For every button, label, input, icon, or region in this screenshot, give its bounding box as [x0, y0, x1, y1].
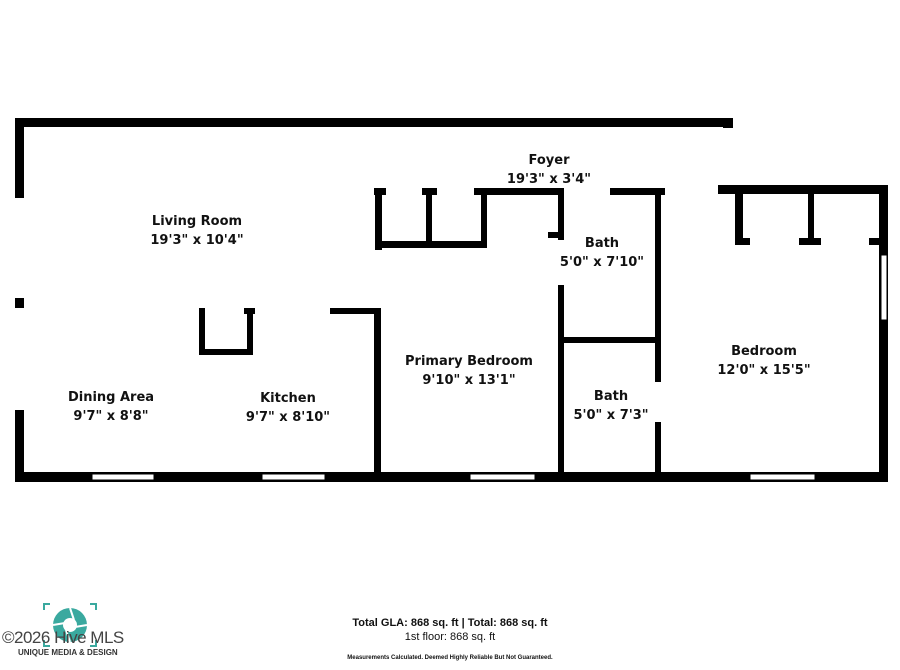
room-size: 12'0" x 15'5"	[717, 363, 811, 378]
room-size: 9'7" x 8'10"	[245, 410, 331, 425]
walls	[15, 118, 888, 482]
room-name: Bath	[593, 389, 629, 404]
room-dining: Dining Area 9'7" x 8'8"	[68, 388, 154, 426]
camera-aperture-logo-icon	[43, 603, 97, 647]
room-size: 5'0" x 7'3"	[573, 408, 649, 423]
room-living: Living Room 19'3" x 10'4"	[150, 212, 243, 250]
room-bath-2: Bath 5'0" x 7'3"	[573, 387, 648, 425]
room-kitchen: Kitchen 9'7" x 8'10"	[246, 389, 330, 427]
total-area: Total GLA: 868 sq. ft | Total: 868 sq. f…	[352, 617, 548, 629]
room-name: Dining Area	[67, 390, 155, 405]
room-size: 19'3" x 10'4"	[150, 233, 244, 248]
room-size: 5'0" x 7'10"	[559, 255, 645, 270]
room-name: Primary Bedroom	[405, 354, 533, 369]
disclaimer: Measurements Calculated. Deemed Highly R…	[347, 655, 553, 661]
room-name: Kitchen	[260, 391, 316, 406]
room-name: Bath	[584, 236, 620, 251]
floor-area: 1st floor: 868 sq. ft	[404, 631, 496, 643]
room-name: Bedroom	[731, 344, 797, 359]
room-bath-1: Bath 5'0" x 7'10"	[560, 234, 644, 272]
room-size: 19'3" x 3'4"	[506, 172, 592, 187]
room-bedroom: Bedroom 12'0" x 15'5"	[717, 342, 810, 380]
room-foyer: Foyer 19'3" x 3'4"	[507, 151, 591, 189]
brand-name: UNIQUE MEDIA & DESIGN	[18, 648, 118, 657]
room-name: Living Room	[151, 214, 243, 229]
windows	[91, 254, 888, 481]
room-name: Foyer	[528, 153, 570, 168]
watermark: ©2026 Hive MLS	[2, 628, 124, 647]
room-size: 9'10" x 13'1"	[422, 373, 516, 388]
room-size: 9'7" x 8'8"	[73, 409, 149, 424]
room-primary-bedroom: Primary Bedroom 9'10" x 13'1"	[405, 352, 533, 390]
